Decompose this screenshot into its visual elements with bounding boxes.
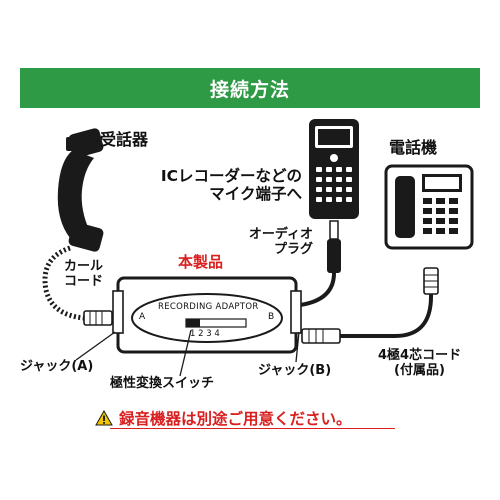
audio-plug-label-line2: プラグ <box>273 241 313 257</box>
warning-notice: 録音機器は別途ご用意ください。 <box>95 407 425 429</box>
adaptor-name: RECORDING ADAPTOR <box>158 302 259 312</box>
polarity-switch-label: 極性変換スイッチ <box>110 376 215 391</box>
handset-icon <box>57 128 104 252</box>
audio-plug-label: オーディオ プラグ <box>238 227 313 258</box>
recording-adaptor <box>112 276 302 354</box>
ic-recorder-label-line2: マイク端子へ <box>209 184 302 203</box>
curl-cord-label: カール コード <box>64 259 104 290</box>
receiver-label: 受話器 <box>100 130 149 149</box>
product-label: 本製品 <box>178 253 224 271</box>
four-core-cord <box>340 293 434 338</box>
leader-jack-b <box>295 331 300 363</box>
audio-plug-label-line1: オーディオ <box>248 227 313 242</box>
warning-icon <box>95 410 113 426</box>
warning-text: 録音機器は別途ご用意ください。 <box>119 410 352 428</box>
telephone-icon <box>384 164 474 250</box>
leader-jack-a <box>75 331 116 361</box>
jack-a-label: ジャック(A) <box>20 359 94 374</box>
audio-plug-icon <box>299 220 341 307</box>
four-core-cord-label-line2: (付属品) <box>394 362 445 378</box>
ic-recorder-label-line1: ICレコーダーなどの <box>160 167 302 185</box>
warning-underline <box>110 428 395 429</box>
curl-cord-label-line1: カール <box>64 259 104 274</box>
four-core-cord-label: 4極4芯コード (付属品) <box>378 348 462 379</box>
side-a-label: A <box>139 312 146 322</box>
modular-plug-phone <box>423 267 439 295</box>
ic-recorder-icon <box>309 119 359 219</box>
four-core-cord-label-line1: 4極4芯コード <box>378 348 462 363</box>
section-header: 接続方法 <box>20 68 480 108</box>
leader-switch <box>179 329 192 377</box>
modular-plug-a <box>83 310 113 326</box>
telephone-label: 電話機 <box>389 138 438 157</box>
side-b-label: B <box>268 312 275 322</box>
jack-b-label: ジャック(B) <box>258 363 332 378</box>
modular-plug-b <box>301 328 341 344</box>
curl-cord-label-line2: コード <box>64 273 104 289</box>
switch-positions: 1 2 3 4 <box>190 329 220 339</box>
ic-recorder-label: ICレコーダーなどの マイク端子へ <box>152 167 302 204</box>
section-title: 接続方法 <box>209 78 290 101</box>
